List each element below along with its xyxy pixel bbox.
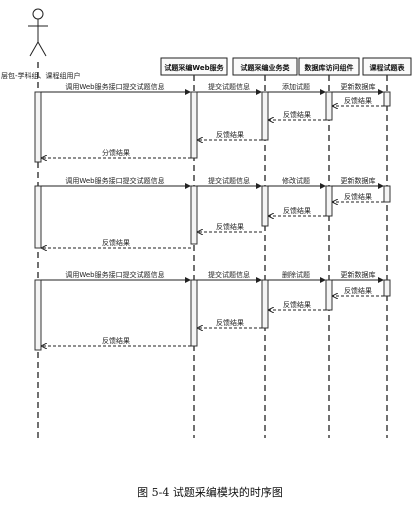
activation-web-2 bbox=[190, 185, 198, 245]
activation-dao-2 bbox=[325, 185, 333, 217]
activation-biz-3 bbox=[261, 279, 269, 329]
participant-biz: 试题采编业务类 bbox=[232, 57, 298, 76]
msg-b2-m7: 反馈结果 bbox=[216, 222, 244, 231]
participant-web-label: 试题采编Web服务 bbox=[164, 63, 224, 72]
msg-b2-m4: 更新数据库 bbox=[341, 176, 376, 185]
activation-web-3 bbox=[190, 279, 198, 347]
msg-b2-m2: 提交试题信息 bbox=[208, 176, 250, 185]
msg-b1-m7: 反馈结果 bbox=[216, 130, 244, 139]
actor-label: 层包-学科组、课程组用户 bbox=[1, 71, 81, 80]
message-arrows bbox=[41, 89, 384, 346]
activation-dao-3 bbox=[325, 279, 333, 311]
activation-tbl-1 bbox=[383, 91, 391, 107]
msg-b3-m1: 调用Web服务接口提交试题信息 bbox=[65, 270, 164, 279]
participant-dao-label: 数据库访问组件 bbox=[305, 63, 354, 72]
msg-b1-m6: 反馈结果 bbox=[283, 110, 311, 119]
message-labels: 调用Web服务接口提交试题信息 提交试题信息 添加试题 更新数据库 反馈结果 反… bbox=[65, 82, 375, 345]
activation-dao-1 bbox=[325, 91, 333, 121]
activation-web-1 bbox=[190, 91, 198, 159]
msg-b3-m3: 删除试题 bbox=[282, 270, 310, 279]
msg-b2-m1: 调用Web服务接口提交试题信息 bbox=[65, 176, 164, 185]
msg-b2-m3: 修改试题 bbox=[282, 176, 310, 185]
figure-caption: 图 5-4 试题采编模块的时序图 bbox=[137, 485, 283, 499]
participant-web: 试题采编Web服务 bbox=[160, 57, 228, 76]
msg-b1-m1: 调用Web服务接口提交试题信息 bbox=[65, 82, 164, 91]
activation-actor-2 bbox=[34, 185, 42, 249]
msg-b1-m5: 反馈结果 bbox=[344, 96, 372, 105]
msg-b3-m7: 反馈结果 bbox=[216, 318, 244, 327]
msg-b3-m4: 更新数据库 bbox=[341, 270, 376, 279]
participant-biz-label: 试题采编业务类 bbox=[241, 63, 291, 72]
msg-b3-m8: 反馈结果 bbox=[102, 336, 130, 345]
participant-tbl: 课程试题表 bbox=[362, 57, 412, 76]
activation-biz-2 bbox=[261, 185, 269, 227]
activation-tbl-2 bbox=[383, 185, 391, 203]
participant-dao: 数据库访问组件 bbox=[298, 57, 360, 76]
msg-b1-m2: 提交试题信息 bbox=[208, 82, 250, 91]
activation-tbl-3 bbox=[383, 279, 391, 297]
lifelines bbox=[37, 62, 388, 438]
msg-b2-m5: 反馈结果 bbox=[344, 192, 372, 201]
participant-tbl-label: 课程试题表 bbox=[370, 63, 406, 72]
msg-b3-m5: 反馈结果 bbox=[344, 286, 372, 295]
activation-actor-3 bbox=[34, 279, 42, 351]
activation-actor-1 bbox=[34, 91, 42, 163]
activations bbox=[34, 91, 391, 351]
activation-biz-1 bbox=[261, 91, 269, 141]
actor-figure bbox=[28, 8, 48, 57]
msg-b1-m4: 更新数据库 bbox=[341, 82, 376, 91]
msg-b2-m8: 反馈结果 bbox=[102, 238, 130, 247]
msg-b1-m3: 添加试题 bbox=[282, 82, 310, 91]
msg-b1-m8: 分馈结果 bbox=[102, 148, 130, 157]
msg-b3-m6: 反馈结果 bbox=[283, 300, 311, 309]
msg-b2-m6: 反馈结果 bbox=[283, 206, 311, 215]
msg-b3-m2: 提交试题信息 bbox=[208, 270, 250, 279]
